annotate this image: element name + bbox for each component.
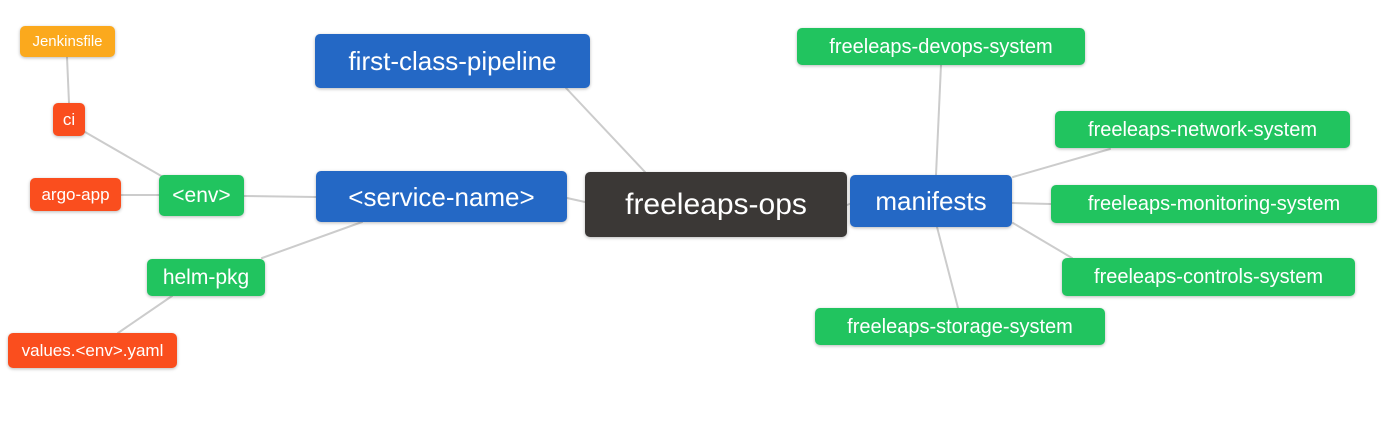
node-freeleaps-network-system[interactable]: freeleaps-network-system [1055, 111, 1350, 148]
edge-manifests-to-freeleaps-storage-system [936, 226, 959, 309]
edge-service-name-to-helm-pkg [261, 221, 363, 259]
node-freeleaps-controls-system[interactable]: freeleaps-controls-system [1062, 258, 1355, 296]
node-helm-pkg[interactable]: helm-pkg [147, 259, 265, 296]
edge-jenkinsfile-to-ci [66, 56, 70, 104]
node-first-class-pipeline[interactable]: first-class-pipeline [315, 34, 590, 88]
node-service-name[interactable]: <service-name> [316, 171, 567, 222]
node-manifests[interactable]: manifests [850, 175, 1012, 227]
node-env[interactable]: <env> [159, 175, 244, 216]
edge-env-to-service-name [243, 195, 317, 198]
edge-manifests-to-freeleaps-devops-system [935, 64, 942, 176]
edge-manifests-to-freeleaps-network-system [1012, 148, 1111, 178]
node-freeleaps-storage-system[interactable]: freeleaps-storage-system [815, 308, 1105, 345]
node-values-env-yaml[interactable]: values.<env>.yaml [8, 333, 177, 368]
edge-service-name-to-freeleaps-ops [566, 197, 586, 203]
edge-ci-to-env [84, 131, 164, 178]
node-jenkinsfile[interactable]: Jenkinsfile [20, 26, 115, 57]
node-freeleaps-monitoring-system[interactable]: freeleaps-monitoring-system [1051, 185, 1377, 223]
node-ci[interactable]: ci [53, 103, 85, 136]
edge-helm-pkg-to-values-env-yaml [117, 295, 173, 334]
edge-first-class-pipeline-to-freeleaps-ops [565, 87, 646, 173]
node-freeleaps-devops-system[interactable]: freeleaps-devops-system [797, 28, 1085, 65]
node-freeleaps-ops[interactable]: freeleaps-ops [585, 172, 847, 237]
edge-manifests-to-freeleaps-monitoring-system [1011, 202, 1052, 205]
edge-manifests-to-freeleaps-controls-system [1012, 222, 1073, 259]
node-argo-app[interactable]: argo-app [30, 178, 121, 211]
